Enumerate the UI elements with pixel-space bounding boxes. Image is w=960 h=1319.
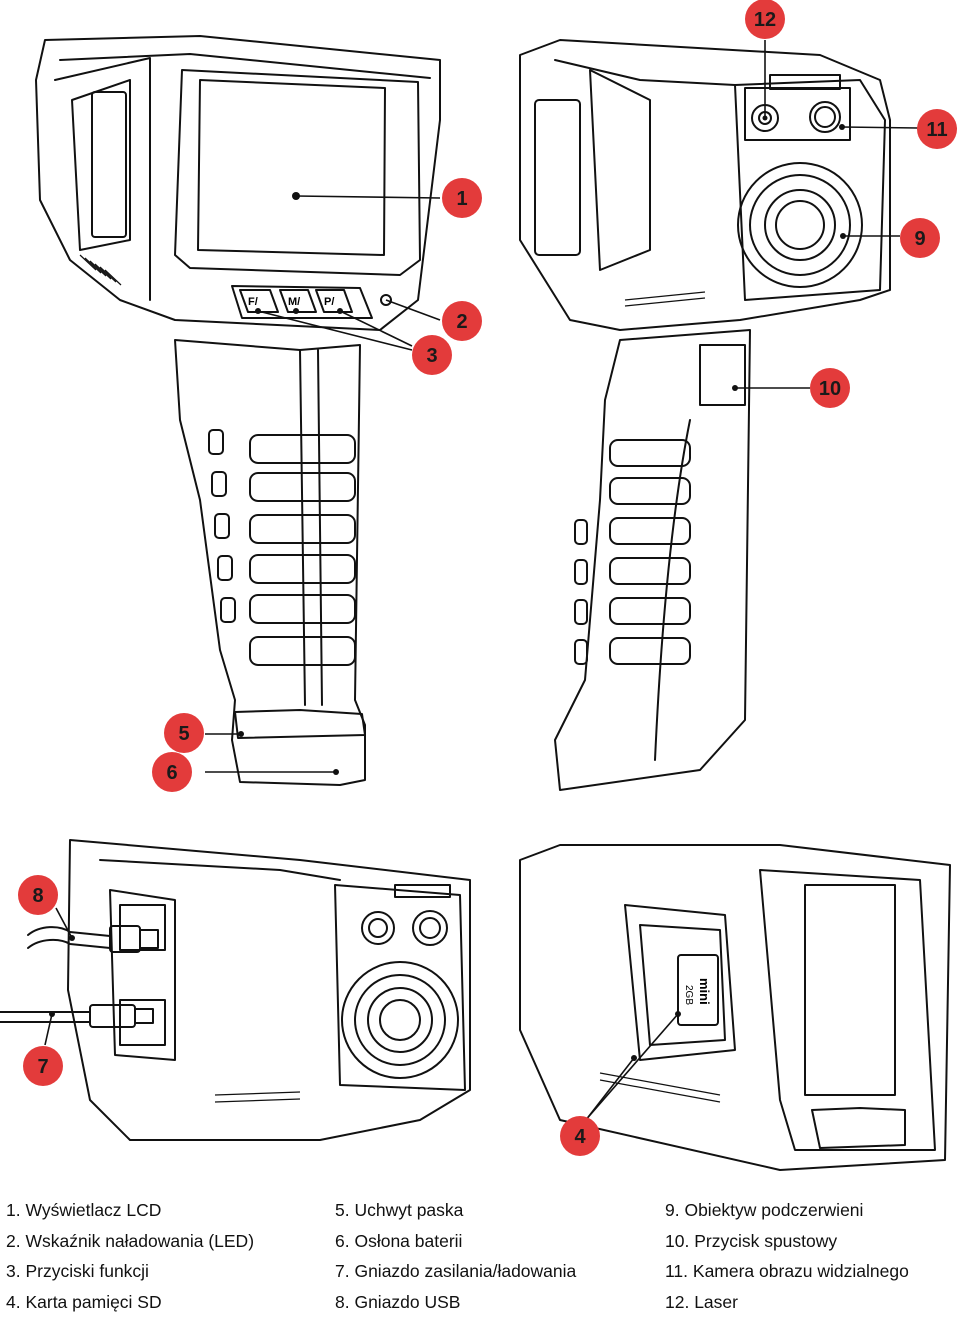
sd-card-size: 2GB bbox=[683, 985, 694, 1005]
legend-item: 5. Uchwyt paska bbox=[335, 1200, 464, 1220]
leader-lines bbox=[44, 40, 919, 1126]
legend-item: 11. Kamera obrazu widzialnego bbox=[665, 1261, 909, 1281]
svg-text:4: 4 bbox=[574, 1126, 586, 1148]
legend-column-3: 9. Obiektyw podczerwieni 10. Przycisk sp… bbox=[665, 1195, 909, 1317]
svg-text:11: 11 bbox=[926, 119, 947, 141]
callout-3: 3 bbox=[412, 335, 452, 375]
legend-item: 2. Wskaźnik naładowania (LED) bbox=[6, 1230, 255, 1251]
svg-text:10: 10 bbox=[819, 378, 841, 400]
svg-text:1: 1 bbox=[456, 188, 467, 210]
svg-text:7: 7 bbox=[37, 1056, 48, 1078]
legend-column-1: 1. Wyświetlacz LCD 2. Wskaźnik naładowan… bbox=[6, 1195, 254, 1317]
sd-card-brand: mini bbox=[697, 978, 712, 1005]
callout-12: 12 bbox=[745, 0, 785, 39]
led-indicator bbox=[380, 294, 392, 306]
callout-11: 11 bbox=[917, 109, 957, 149]
callout-8: 8 bbox=[18, 875, 58, 915]
callout-10: 10 bbox=[810, 368, 850, 408]
callout-7: 7 bbox=[23, 1046, 63, 1086]
back-view bbox=[519, 39, 891, 791]
legend-item: 6. Osłona baterii bbox=[335, 1230, 463, 1251]
callout-6: 6 bbox=[152, 752, 192, 792]
button-f-label: F/ bbox=[248, 296, 258, 308]
callout-9: 9 bbox=[900, 218, 940, 258]
svg-text:5: 5 bbox=[178, 723, 189, 745]
button-p-label: P/ bbox=[324, 296, 334, 308]
callout-badges: 1 2 3 4 5 6 7 8 9 10 11 12 bbox=[18, 0, 957, 1156]
front-view: F/ M/ P/ bbox=[35, 35, 441, 786]
sd-card-view: mini 2GB bbox=[519, 844, 951, 1171]
legend-item: 1. Wyświetlacz LCD bbox=[6, 1200, 162, 1220]
legend-item: 9. Obiektyw podczerwieni bbox=[665, 1200, 864, 1220]
function-buttons: F/ M/ P/ bbox=[239, 289, 353, 314]
callout-4: 4 bbox=[560, 1116, 600, 1156]
legend-item: 4. Karta pamięci SD bbox=[6, 1291, 162, 1312]
svg-text:3: 3 bbox=[426, 345, 437, 367]
legend-item: 10. Przycisk spustowy bbox=[665, 1230, 838, 1251]
callout-1: 1 bbox=[442, 178, 482, 218]
svg-text:9: 9 bbox=[914, 228, 925, 250]
callout-2: 2 bbox=[442, 301, 482, 341]
button-m-label: M/ bbox=[288, 296, 300, 308]
svg-text:6: 6 bbox=[166, 762, 177, 784]
svg-text:2: 2 bbox=[456, 311, 467, 333]
callout-5: 5 bbox=[164, 713, 204, 753]
legend-item: 3. Przyciski funkcji bbox=[6, 1261, 149, 1281]
parts-legend: 1. Wyświetlacz LCD 2. Wskaźnik naładowan… bbox=[0, 1195, 960, 1315]
legend-item: 8. Gniazdo USB bbox=[335, 1291, 461, 1312]
legend-column-2: 5. Uchwyt paska 6. Osłona baterii 7. Gni… bbox=[335, 1195, 576, 1317]
legend-item: 7. Gniazdo zasilania/ładowania bbox=[335, 1261, 577, 1281]
svg-text:12: 12 bbox=[754, 9, 776, 31]
ports-view bbox=[0, 839, 471, 1141]
legend-item: 12. Laser bbox=[665, 1291, 738, 1312]
svg-text:8: 8 bbox=[32, 885, 43, 907]
